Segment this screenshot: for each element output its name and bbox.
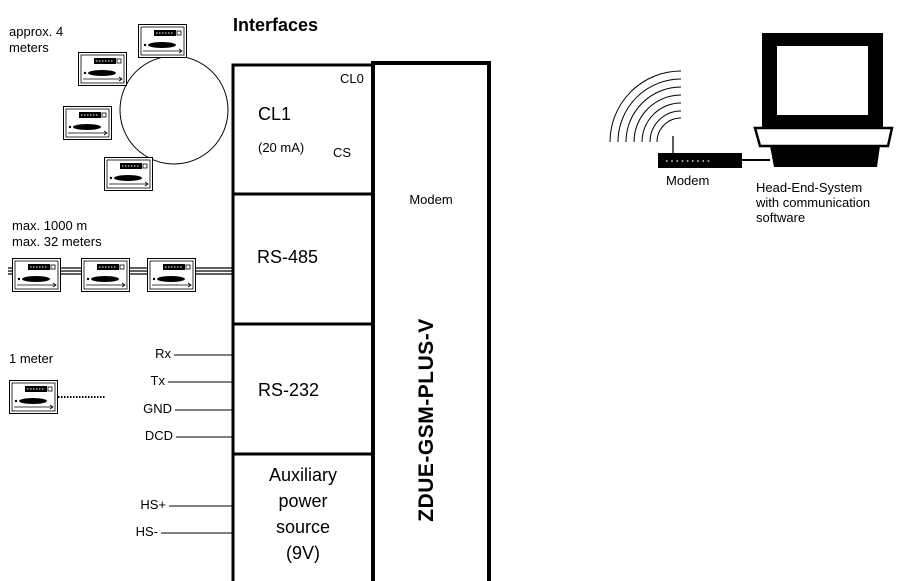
- rs485-label: RS-485: [257, 247, 319, 267]
- rs232-pin-dcd: DCD: [144, 428, 173, 443]
- aux-pin-hs-plus: HS+: [140, 497, 166, 512]
- aux-label-line1: Auxiliary: [268, 465, 338, 485]
- cl-loop-note-line2: meters: [9, 40, 49, 55]
- cs-label: CS: [333, 145, 352, 160]
- loop-meter-2: [78, 52, 127, 86]
- bus-meter-3: [147, 258, 196, 292]
- rs232-pin-rx: Rx: [155, 346, 171, 361]
- bus-note-line2: max. 32 meters: [12, 234, 102, 249]
- single-meter: [9, 380, 58, 414]
- bus-meter-1: [12, 258, 61, 292]
- rs232-pin-tx: Tx: [150, 373, 165, 388]
- head-end-modem-label: Modem: [666, 173, 710, 188]
- rs232-pin-gnd: GND: [143, 401, 172, 416]
- head-end-label-line1: Head-End-System: [756, 180, 863, 195]
- rs232-pin-lines: [168, 354, 233, 438]
- diagram-title: Interfaces: [233, 15, 319, 35]
- loop-meter-1: [138, 24, 187, 58]
- loop-meter-4: [104, 157, 153, 191]
- radio-waves-icon: [609, 70, 682, 153]
- head-end-label-line3: software: [756, 210, 806, 225]
- device-box: [371, 61, 491, 581]
- aux-label-line4: (9V): [285, 543, 320, 563]
- bus-meter-2: [81, 258, 130, 292]
- rs232-label: RS-232: [258, 380, 320, 400]
- device-modem-label: Modem: [409, 192, 453, 207]
- cl0-label: CL0: [340, 71, 364, 86]
- computer-monitor-icon: [753, 33, 894, 167]
- head-end-label-line2: with communication: [756, 195, 871, 210]
- cl1-current-label: (20 mA): [258, 140, 305, 155]
- modem-icon: [658, 153, 770, 168]
- loop-meter-3: [63, 106, 112, 140]
- aux-label-line2: power: [278, 491, 328, 511]
- single-meter-note: 1 meter: [9, 351, 54, 366]
- cl-loop-note-line1: approx. 4: [9, 24, 64, 39]
- current-loop-circle: [119, 55, 229, 165]
- device-name: ZDUE-GSM-PLUS-V: [415, 318, 438, 522]
- aux-label-line3: source: [275, 517, 331, 537]
- cl1-label: CL1: [258, 104, 292, 124]
- aux-pin-hs-minus: HS-: [135, 524, 158, 539]
- bus-note-line1: max. 1000 m: [12, 218, 88, 233]
- aux-pin-lines: [161, 505, 233, 534]
